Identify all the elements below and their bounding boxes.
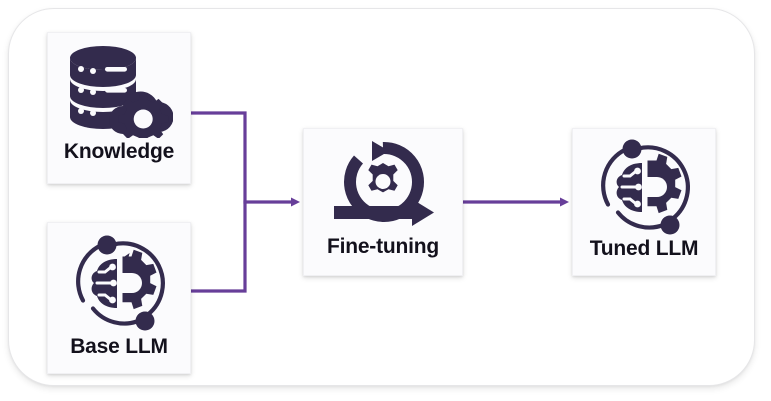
node-knowledge[interactable]: Knowledge (47, 32, 191, 184)
database-cloud-gear-icon (70, 46, 173, 138)
edge-base-llm-to-merge (189, 200, 247, 293)
brain-gear-orbit-icon (76, 235, 165, 331)
node-tuned-llm[interactable]: Tuned LLM (572, 128, 716, 276)
node-base-llm[interactable]: Base LLM (47, 222, 191, 374)
node-knowledge-label: Knowledge (63, 140, 175, 163)
node-fine-tuning-label: Fine-tuning (326, 235, 440, 258)
node-tuned-llm-label: Tuned LLM (589, 237, 699, 260)
node-fine-tuning[interactable]: Fine-tuning (303, 128, 463, 276)
refresh-loop-gear-arrow-icon (334, 141, 434, 226)
node-base-llm-label: Base LLM (70, 335, 168, 358)
edge-knowledge-to-merge (189, 111, 247, 204)
brain-gear-orbit-icon (601, 139, 690, 235)
